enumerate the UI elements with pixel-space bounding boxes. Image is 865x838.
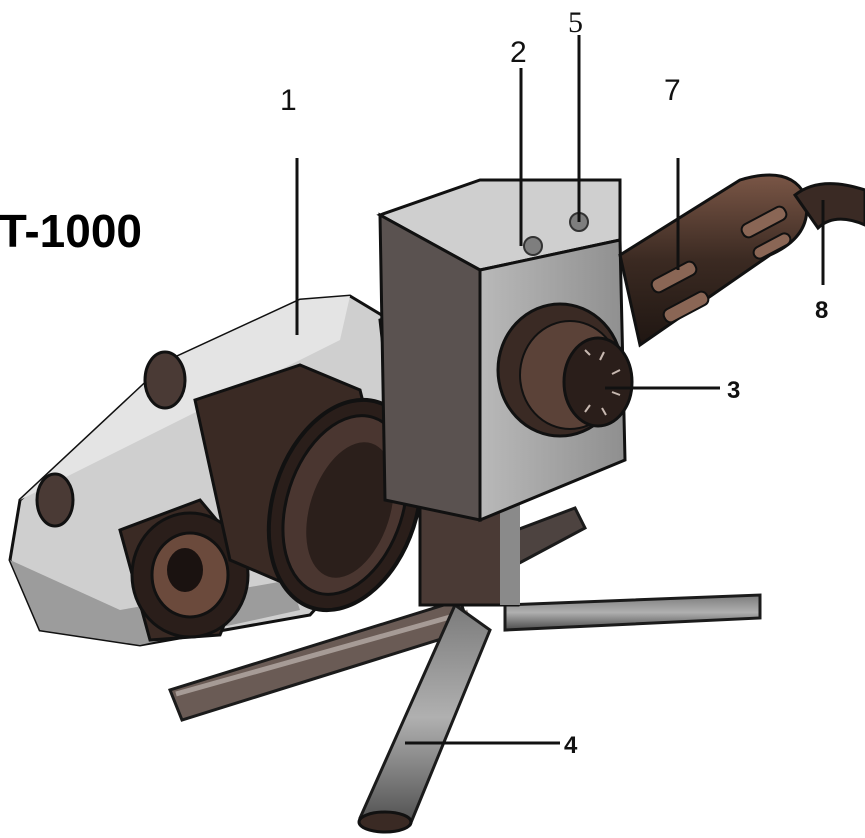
callout-5: 5 bbox=[568, 6, 583, 39]
thermostat-knob[interactable] bbox=[496, 302, 634, 438]
indicator-light-2 bbox=[523, 236, 543, 256]
housing bbox=[376, 178, 627, 523]
power-cable bbox=[792, 182, 865, 231]
leader-lines bbox=[295, 35, 825, 745]
small-socket bbox=[118, 498, 252, 642]
stand bbox=[168, 503, 762, 834]
callout-8: 8 bbox=[815, 297, 828, 324]
callout-7: 7 bbox=[664, 74, 681, 107]
callout-4: 4 bbox=[564, 732, 578, 759]
model-title: IT-1000 bbox=[0, 205, 142, 257]
callout-3: 3 bbox=[727, 377, 740, 404]
callout-2: 2 bbox=[510, 36, 527, 69]
handle[interactable] bbox=[618, 173, 809, 348]
callout-1: 1 bbox=[280, 84, 297, 117]
